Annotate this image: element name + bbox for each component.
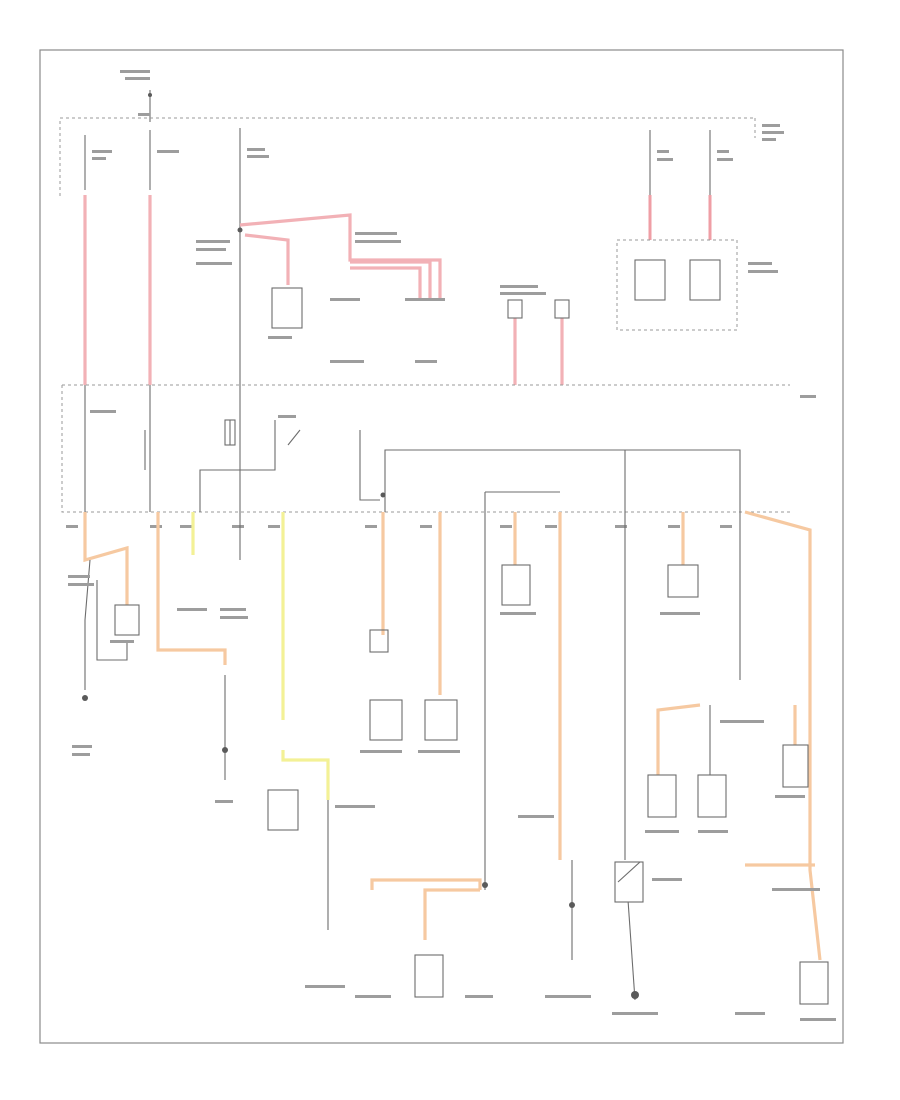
- ignition-switch-circuit: [196, 213, 445, 385]
- component-label-blocks: [68, 575, 836, 1021]
- ground-points: [82, 227, 639, 999]
- upper-fuses: [84, 128, 733, 230]
- lower-gray-wires: [84, 492, 741, 1001]
- battery-feed: [120, 70, 152, 122]
- yellow-feeds: [191, 512, 330, 800]
- red-battery-feeds: [83, 195, 712, 385]
- lower-fuse-row-labels: [66, 525, 732, 528]
- upper-relay-box: [616, 239, 778, 331]
- lower-fuse-block: [61, 384, 816, 513]
- diagram-frame: [39, 49, 844, 1044]
- underhood-fuse-box-outline: [59, 117, 784, 196]
- component-boxes: [114, 564, 829, 1005]
- orange-feeds: [83, 510, 822, 961]
- upper-center-feeds: [330, 285, 570, 385]
